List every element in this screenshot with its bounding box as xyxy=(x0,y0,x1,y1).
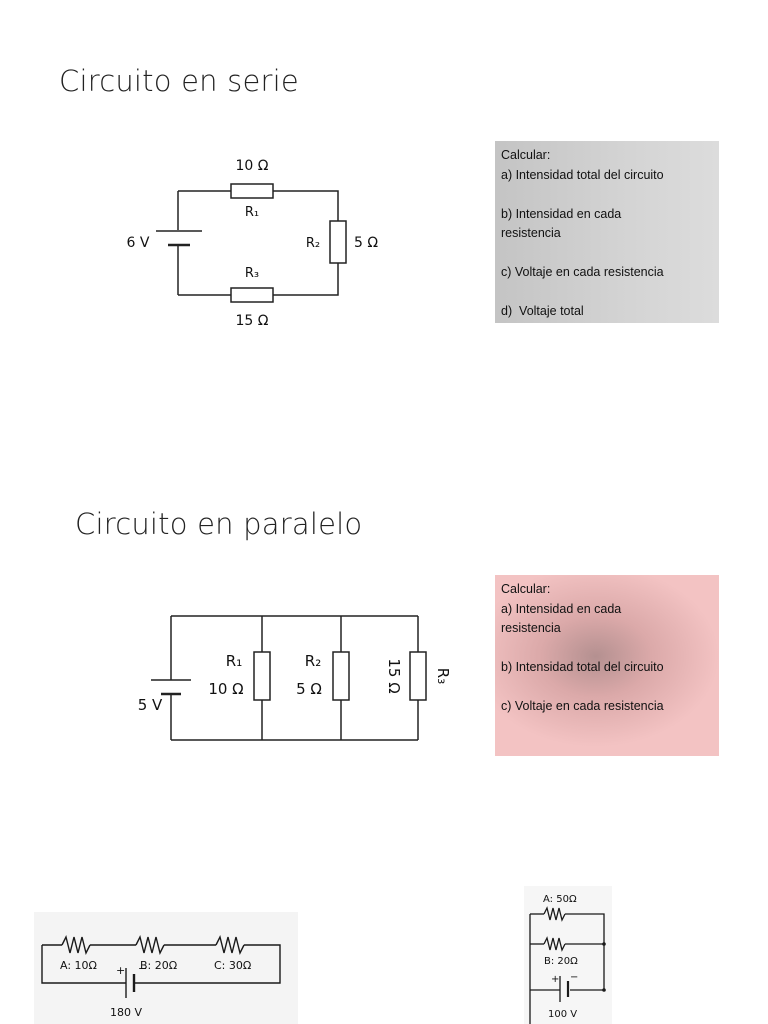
serie-circuit-diagram: 10 Ω R₁ R₂ 5 Ω R₃ 15 Ω 6 V xyxy=(127,158,379,329)
p-r1-label: R₁ xyxy=(226,652,242,670)
serie-item-a: a) Intensidad total del circuito xyxy=(501,167,664,182)
serie-box-heading: Calcular: xyxy=(501,148,551,162)
resistor-r1 xyxy=(230,183,274,199)
p-r3-value: 15 Ω xyxy=(385,658,403,693)
extra-b-label: B: 20Ω xyxy=(140,959,177,972)
r1-value: 10 Ω xyxy=(236,158,269,174)
r3-label: R₃ xyxy=(245,266,259,281)
paralelo-box-heading: Calcular: xyxy=(501,582,551,596)
extra-p-minus: − xyxy=(570,972,578,983)
battery-180v-icon xyxy=(125,968,136,998)
resistor-pb-icon xyxy=(543,936,566,952)
r2-label: R₂ xyxy=(306,236,320,251)
extra-serie-voltage: 180 V xyxy=(110,1006,142,1019)
resistor-p3 xyxy=(409,651,427,701)
resistor-r3 xyxy=(230,287,274,303)
resistor-p1 xyxy=(253,651,271,701)
serie-wires xyxy=(177,190,339,296)
p-r3-label: R₃ xyxy=(434,668,452,684)
extra-c-label: C: 30Ω xyxy=(214,959,251,972)
p-r2-label: R₂ xyxy=(305,652,321,670)
battery-6v-icon xyxy=(156,230,202,247)
extra-pa-label: A: 50Ω xyxy=(543,894,577,905)
serie-item-b: b) Intensidad en cada resistencia xyxy=(501,206,622,241)
serie-exercise-box: Calcular: a) Intensidad total del circui… xyxy=(495,141,719,323)
r3-value: 15 Ω xyxy=(236,313,269,329)
paralelo-title: Circuito en paralelo xyxy=(75,507,363,541)
p-r1-value: 10 Ω xyxy=(208,680,243,698)
serie-item-d: d) Voltaje total xyxy=(501,304,584,318)
paralelo-item-c: c) Voltaje en cada resistencia xyxy=(501,699,664,713)
paralelo-wires xyxy=(170,615,419,741)
paralelo-item-a: a) Intensidad en cada resistencia xyxy=(501,601,622,636)
extra-a-label: A: 10Ω xyxy=(60,959,97,972)
extra-paralelo-circuit: A: 50Ω B: 20Ω + − 100 V xyxy=(524,886,612,1024)
resistor-pa-icon xyxy=(543,906,566,922)
extra-minus: − xyxy=(138,962,147,975)
extra-plus: + xyxy=(116,964,125,977)
extra-serie-circuit: A: 10Ω B: 20Ω C: 30Ω + − 180 V xyxy=(34,912,298,1024)
resistor-c-icon xyxy=(215,934,245,956)
resistor-r2 xyxy=(329,220,347,264)
r2-value: 5 Ω xyxy=(354,235,378,251)
extra-pb-label: B: 20Ω xyxy=(544,956,578,967)
serie-title: Circuito en serie xyxy=(59,64,299,98)
resistor-b-icon xyxy=(135,934,165,956)
extra-p-plus: + xyxy=(551,974,559,985)
paralelo-voltage: 5 V xyxy=(138,696,163,714)
serie-item-c: c) Voltaje en cada resistencia xyxy=(501,265,664,279)
r1-label: R₁ xyxy=(245,205,259,220)
paralelo-circuit-diagram: R₁ 10 Ω R₂ 5 Ω 15 Ω R₃ 5 V xyxy=(138,615,452,741)
resistor-p2 xyxy=(332,651,350,701)
paralelo-item-b: b) Intensidad total del circuito xyxy=(501,660,664,674)
resistor-a-icon xyxy=(61,934,91,956)
extra-paralelo-voltage: 100 V xyxy=(548,1009,577,1020)
battery-5v-icon xyxy=(151,679,191,696)
battery-100v-icon xyxy=(559,976,570,1002)
serie-voltage: 6 V xyxy=(127,235,150,251)
p-r2-value: 5 Ω xyxy=(296,680,322,698)
paralelo-exercise-box: Calcular: a) Intensidad en cada resisten… xyxy=(495,575,719,756)
